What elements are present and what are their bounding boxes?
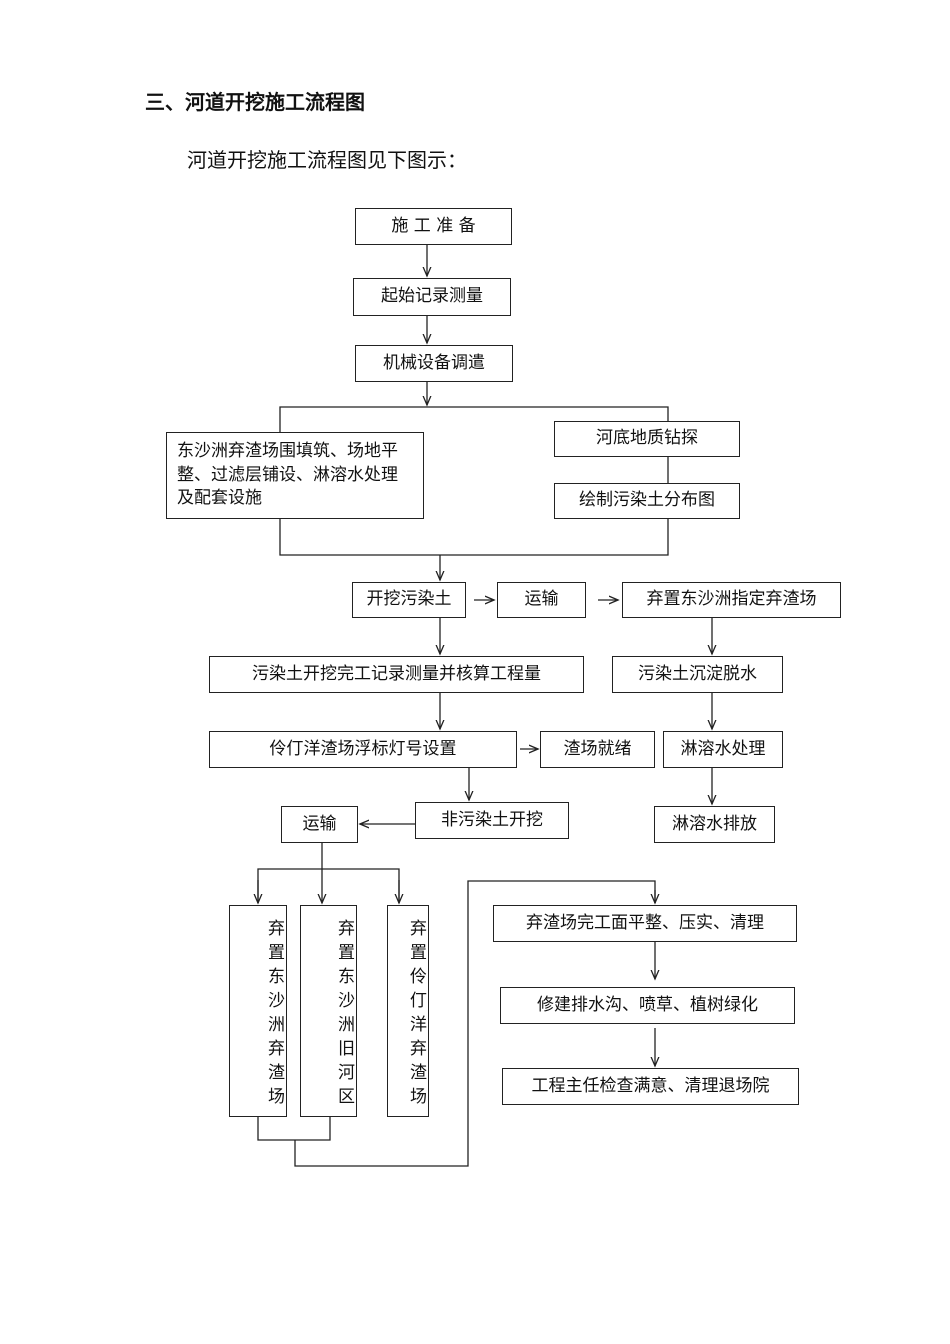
step-machinery: 机械设备调遣 xyxy=(355,345,513,382)
step-excavate-contaminated: 开挖污染土 xyxy=(352,582,466,618)
step-inspect: 工程主任检查满意、清理退场院 xyxy=(502,1068,799,1105)
step-buoy: 伶仃洋渣场浮标灯号设置 xyxy=(209,731,517,768)
step-dispose-a: 弃置东沙洲弃渣场 xyxy=(229,905,287,1117)
step-survey: 起始记录测量 xyxy=(353,278,511,316)
step-prep: 施 工 准 备 xyxy=(355,208,512,245)
step-drilling: 河底地质钻探 xyxy=(554,421,740,457)
step-dispose-b: 弃置东沙洲旧河区 xyxy=(300,905,357,1117)
step-level: 弃渣场完工面平整、压实、清理 xyxy=(493,905,797,942)
step-transport-2: 运输 xyxy=(281,806,358,843)
step-green: 修建排水沟、喷草、植树绿化 xyxy=(500,987,795,1024)
step-dongsha-prep: 东沙洲弃渣场围填筑、场地平整、过滤层铺设、淋溶水处理及配套设施 xyxy=(166,432,424,519)
step-dewater: 污染土沉淀脱水 xyxy=(612,656,783,693)
step-excavate-clean: 非污染土开挖 xyxy=(415,802,569,839)
intro-text: 河道开挖施工流程图见下图示： xyxy=(187,148,467,172)
step-site-ready: 渣场就绪 xyxy=(540,731,655,768)
step-transport-1: 运输 xyxy=(497,582,586,618)
step-dispose-c: 弃置伶仃洋弃渣场 xyxy=(387,905,429,1117)
step-leachate-treat: 淋溶水处理 xyxy=(663,731,783,768)
step-record: 污染土开挖完工记录测量并核算工程量 xyxy=(209,656,584,693)
section-heading: 三、河道开挖施工流程图 xyxy=(145,90,365,114)
step-dispose-dongsha: 弃置东沙洲指定弃渣场 xyxy=(622,582,841,618)
step-leachate-discharge: 淋溶水排放 xyxy=(654,806,775,843)
step-map: 绘制污染土分布图 xyxy=(554,483,740,519)
